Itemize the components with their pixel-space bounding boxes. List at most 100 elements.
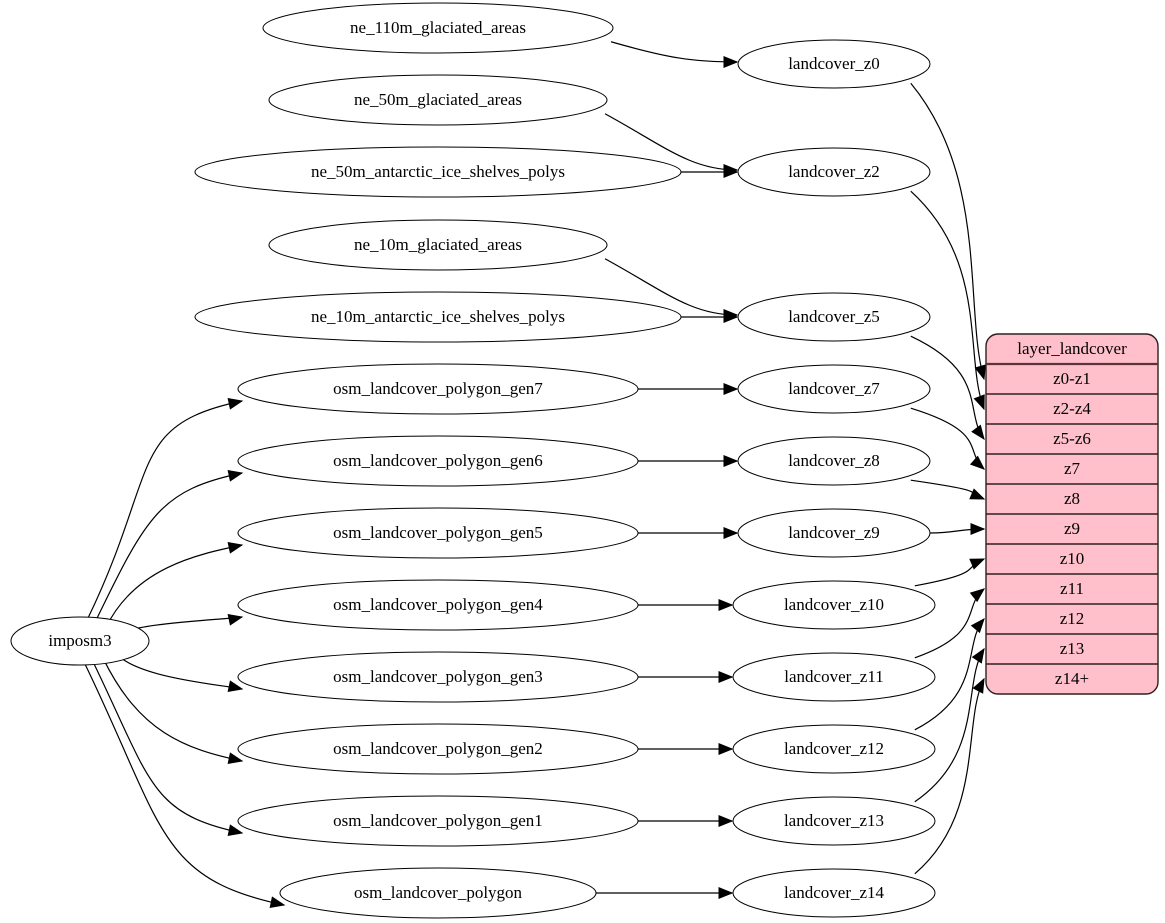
node-shape-ne_50m_antarctic_ice_shelves_polys[interactable] — [194, 146, 682, 198]
edge-arrowhead — [970, 617, 985, 634]
table-row-z9[interactable]: z9 — [1064, 519, 1080, 538]
node-ne_10m_antarctic_ice_shelves_polys[interactable]: ne_10m_antarctic_ice_shelves_polys — [194, 291, 682, 343]
node-landcover_z14[interactable]: landcover_z14 — [732, 868, 936, 918]
node-shape-landcover_z10[interactable] — [732, 580, 936, 630]
node-shape-landcover_z7[interactable] — [737, 364, 931, 414]
edge-landcover_z0-to-row-z0-z1 — [910, 82, 985, 380]
node-shape-imposm3[interactable] — [10, 616, 150, 666]
edge-arrowhead — [971, 647, 985, 664]
edge-imposm3-to-osm_landcover_polygon — [84, 662, 285, 906]
node-shape-landcover_z14[interactable] — [732, 868, 936, 918]
node-landcover_z13[interactable]: landcover_z13 — [732, 796, 936, 846]
node-landcover_z5[interactable]: landcover_z5 — [737, 292, 931, 342]
node-landcover_z0[interactable]: landcover_z0 — [737, 39, 931, 89]
node-shape-landcover_z12[interactable] — [732, 724, 936, 774]
edge-landcover_z14-to-row-z14+ — [914, 678, 985, 875]
node-osm_landcover_polygon[interactable]: osm_landcover_polygon — [279, 867, 597, 919]
node-osm_landcover_polygon_gen3[interactable]: osm_landcover_polygon_gen3 — [237, 651, 639, 703]
table-row-z11[interactable]: z11 — [1060, 579, 1084, 598]
node-shape-ne_110m_glaciated_areas[interactable] — [262, 2, 614, 54]
node-osm_landcover_polygon_gen1[interactable]: osm_landcover_polygon_gen1 — [237, 795, 639, 847]
node-shape-landcover_z13[interactable] — [732, 796, 936, 846]
table-row-z14+[interactable]: z14+ — [1055, 669, 1089, 688]
table-row-z12[interactable]: z12 — [1060, 609, 1085, 628]
table-row-z13[interactable]: z13 — [1060, 639, 1085, 658]
node-shape-landcover_z2[interactable] — [737, 147, 931, 197]
node-osm_landcover_polygon_gen6[interactable]: osm_landcover_polygon_gen6 — [237, 435, 639, 487]
node-shape-landcover_z5[interactable] — [737, 292, 931, 342]
node-landcover_z11[interactable]: landcover_z11 — [732, 652, 936, 702]
node-shape-osm_landcover_polygon[interactable] — [279, 867, 597, 919]
node-shape-ne_10m_glaciated_areas[interactable] — [268, 219, 608, 271]
layer-landcover-table: layer_landcover z0-z1 z2-z4 z5-z6 z7 z8 z9 z10 z… — [985, 333, 1159, 695]
node-ne_10m_glaciated_areas[interactable]: ne_10m_glaciated_areas — [268, 219, 608, 271]
edge-arrowhead — [723, 527, 739, 539]
node-shape-landcover_z0[interactable] — [737, 39, 931, 89]
node-shape-osm_landcover_polygon_gen7[interactable] — [237, 363, 639, 415]
node-shape-landcover_z9[interactable] — [737, 508, 931, 558]
layer-landcover-table-group[interactable]: layer_landcover z0-z1 z2-z4 z5-z6 z7 z8 z9 z10 z… — [985, 333, 1159, 695]
edge-imposm3-to-osm_landcover_polygon_gen7 — [87, 400, 243, 620]
node-label-landcover_z9: landcover_z9 — [788, 523, 880, 542]
node-shape-osm_landcover_polygon_gen4[interactable] — [237, 579, 639, 631]
edge-arrowhead — [227, 397, 244, 410]
node-label-osm_landcover_polygon_gen5: osm_landcover_polygon_gen5 — [333, 523, 543, 542]
node-ne_110m_glaciated_areas[interactable]: ne_110m_glaciated_areas — [262, 2, 614, 54]
node-shape-ne_10m_antarctic_ice_shelves_polys[interactable] — [194, 291, 682, 343]
edge-arrowhead — [723, 455, 739, 467]
edge-arrowhead — [718, 743, 734, 755]
table-row-z2-z4[interactable]: z2-z4 — [1053, 399, 1091, 418]
node-shape-osm_landcover_polygon_gen2[interactable] — [237, 723, 639, 775]
node-shape-osm_landcover_polygon_gen6[interactable] — [237, 435, 639, 487]
node-label-osm_landcover_polygon_gen7: osm_landcover_polygon_gen7 — [333, 379, 543, 398]
node-shape-osm_landcover_polygon_gen1[interactable] — [237, 795, 639, 847]
node-landcover_z2[interactable]: landcover_z2 — [737, 147, 931, 197]
edge-arrowhead — [974, 364, 986, 381]
node-landcover_z8[interactable]: landcover_z8 — [737, 436, 931, 486]
table-row-z8[interactable]: z8 — [1064, 489, 1080, 508]
node-ne_50m_antarctic_ice_shelves_polys[interactable]: ne_50m_antarctic_ice_shelves_polys — [194, 146, 682, 198]
edge-arrowhead — [972, 677, 985, 694]
node-osm_landcover_polygon_gen4[interactable]: osm_landcover_polygon_gen4 — [237, 579, 639, 631]
node-landcover_z7[interactable]: landcover_z7 — [737, 364, 931, 414]
table-row-z5-z6[interactable]: z5-z6 — [1053, 429, 1091, 448]
table-row-z7[interactable]: z7 — [1064, 459, 1081, 478]
node-osm_landcover_polygon_gen7[interactable]: osm_landcover_polygon_gen7 — [237, 363, 639, 415]
edge-arrowhead — [971, 424, 985, 441]
node-ne_50m_glaciated_areas[interactable]: ne_50m_glaciated_areas — [268, 74, 608, 126]
edge-arrowhead — [227, 824, 244, 837]
layer-landcover-table-header: layer_landcover — [1017, 339, 1127, 358]
node-label-landcover_z13: landcover_z13 — [784, 811, 884, 830]
edge-arrowhead — [227, 613, 244, 626]
edge-ne_10m_glaciated_areas-to-landcover_z5 — [604, 258, 738, 316]
node-shape-osm_landcover_polygon_gen3[interactable] — [237, 651, 639, 703]
edge-imposm3-to-osm_landcover_polygon_gen6 — [96, 472, 243, 620]
node-shape-osm_landcover_polygon_gen5[interactable] — [237, 507, 639, 559]
node-landcover_z10[interactable]: landcover_z10 — [732, 580, 936, 630]
table-row-z10[interactable]: z10 — [1060, 549, 1085, 568]
node-label-landcover_z11: landcover_z11 — [784, 667, 883, 686]
table-row-z0-z1[interactable]: z0-z1 — [1053, 369, 1091, 388]
edge-arrowhead — [723, 56, 739, 68]
node-osm_landcover_polygon_gen2[interactable]: osm_landcover_polygon_gen2 — [237, 723, 639, 775]
node-landcover_z12[interactable]: landcover_z12 — [732, 724, 936, 774]
edge-arrowhead — [227, 680, 244, 693]
edge-arrowhead — [973, 394, 985, 411]
node-shape-landcover_z8[interactable] — [737, 436, 931, 486]
node-label-ne_110m_glaciated_areas: ne_110m_glaciated_areas — [350, 18, 526, 37]
node-label-landcover_z7: landcover_z7 — [788, 379, 880, 398]
node-imposm3[interactable]: imposm3 — [10, 616, 150, 666]
node-osm_landcover_polygon_gen5[interactable]: osm_landcover_polygon_gen5 — [237, 507, 639, 559]
edge-arrowhead — [269, 896, 286, 909]
node-label-landcover_z2: landcover_z2 — [788, 162, 880, 181]
edge-arrowhead — [969, 488, 986, 500]
node-label-ne_50m_glaciated_areas: ne_50m_glaciated_areas — [354, 90, 522, 109]
edge-arrowhead — [227, 469, 244, 482]
node-shape-landcover_z11[interactable] — [732, 652, 936, 702]
node-shape-ne_50m_glaciated_areas[interactable] — [268, 74, 608, 126]
node-landcover_z9[interactable]: landcover_z9 — [737, 508, 931, 558]
node-label-osm_landcover_polygon_gen4: osm_landcover_polygon_gen4 — [333, 595, 543, 614]
node-label-osm_landcover_polygon: osm_landcover_polygon — [354, 883, 523, 902]
